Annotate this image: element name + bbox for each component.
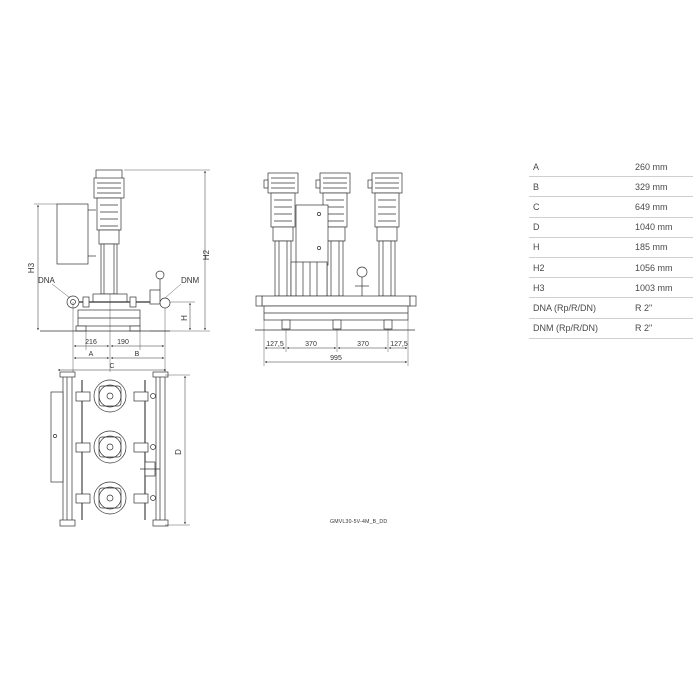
front-pump-3 <box>367 172 403 297</box>
dim-a: A <box>89 351 94 358</box>
label-h3: H3 <box>27 262 36 273</box>
side-view-labels: DNA DNM H2 H3 H 216 190 A B C <box>27 249 211 370</box>
dim-b: B <box>135 351 140 358</box>
dim-127-right: 127,5 <box>390 341 408 348</box>
spec-label: B <box>529 176 631 198</box>
dim-127-left: 127,5 <box>266 341 284 348</box>
top-pump-2 <box>75 430 156 464</box>
drawing-reference: GMVL30-5V-4M_B_DD <box>330 519 387 525</box>
spec-label: H3 <box>529 277 631 299</box>
table-row: DNM (Rp/R/DN)R 2" <box>529 318 693 339</box>
spec-value: R 2" <box>631 318 693 339</box>
spec-label: H <box>529 237 631 258</box>
label-dna: DNA <box>38 276 56 285</box>
top-pump-3 <box>75 481 156 515</box>
spec-label: H2 <box>529 257 631 279</box>
spec-value: R 2" <box>631 297 693 319</box>
spec-value: 260 mm <box>631 157 693 178</box>
spec-value: 1040 mm <box>631 217 693 238</box>
front-pump-1 <box>263 172 299 297</box>
table-row: DNA (Rp/R/DN)R 2" <box>529 297 693 319</box>
spec-value: 329 mm <box>631 176 693 198</box>
spec-label: DNM (Rp/R/DN) <box>529 318 631 339</box>
side-view <box>34 169 210 372</box>
label-d: D <box>174 449 183 455</box>
spec-value: 649 mm <box>631 196 693 218</box>
dim-995: 995 <box>330 355 342 362</box>
dim-216: 216 <box>85 339 97 346</box>
spec-value: 1003 mm <box>631 277 693 299</box>
spec-label: A <box>529 157 631 178</box>
spec-label: DNA (Rp/R/DN) <box>529 297 631 319</box>
label-dnm: DNM <box>181 276 200 285</box>
top-view <box>50 371 190 527</box>
top-pump-1 <box>75 379 156 413</box>
spec-label: C <box>529 196 631 218</box>
dim-370-a: 370 <box>305 341 317 348</box>
dim-190: 190 <box>117 339 129 346</box>
spec-value: 1056 mm <box>631 257 693 279</box>
spec-label: D <box>529 217 631 238</box>
dim-370-b: 370 <box>357 341 369 348</box>
top-view-labels: D GMVL30-5V-4M_B_DD <box>174 449 387 525</box>
front-view-labels: 127,5 370 370 127,5 995 <box>266 341 408 362</box>
label-h2: H2 <box>202 249 211 260</box>
front-view <box>255 172 417 366</box>
dim-c: C <box>109 363 114 370</box>
spec-value: 185 mm <box>631 237 693 258</box>
label-h: H <box>180 315 189 321</box>
